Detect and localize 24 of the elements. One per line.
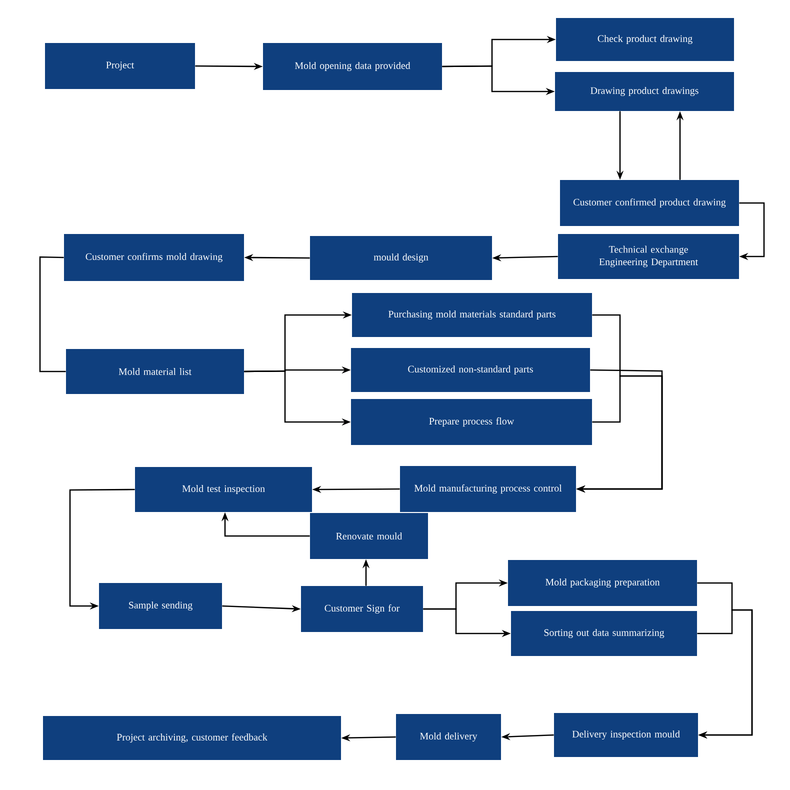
process-box: Project <box>45 43 195 89</box>
process-box: mould design <box>310 236 492 280</box>
process-box: Mold manufacturing process control <box>400 466 576 512</box>
process-box: Check product drawing <box>556 18 734 61</box>
process-box: Customer confirms mold drawing <box>64 234 244 281</box>
process-box: Project archiving, customer feedback <box>43 716 341 760</box>
process-box: Customer Sign for <box>301 586 423 632</box>
process-box: Purchasing mold materials standard parts <box>352 293 592 337</box>
arrow <box>739 202 765 260</box>
process-box: Technical exchange Engineering Department <box>558 234 740 279</box>
arrow <box>697 609 753 739</box>
process-box: Sample sending <box>99 583 222 629</box>
process-box: Mold packaging preparation <box>508 560 698 606</box>
process-box: Customized non-standard parts <box>351 348 590 392</box>
process-box: Mold material list <box>66 349 244 394</box>
process-box: Prepare process flow <box>351 399 592 445</box>
process-box: Customer confirmed product drawing <box>560 180 740 226</box>
process-box: Drawing product drawings <box>555 72 734 111</box>
process-box: Mold opening data provided <box>263 43 442 90</box>
process-box: Renovate mould <box>310 513 428 559</box>
process-box: Mold delivery <box>396 714 501 760</box>
process-box: Mold test inspection <box>135 467 312 512</box>
process-box: Sorting out data summarizing <box>511 611 698 656</box>
process-box: Delivery inspection mould <box>554 713 698 757</box>
